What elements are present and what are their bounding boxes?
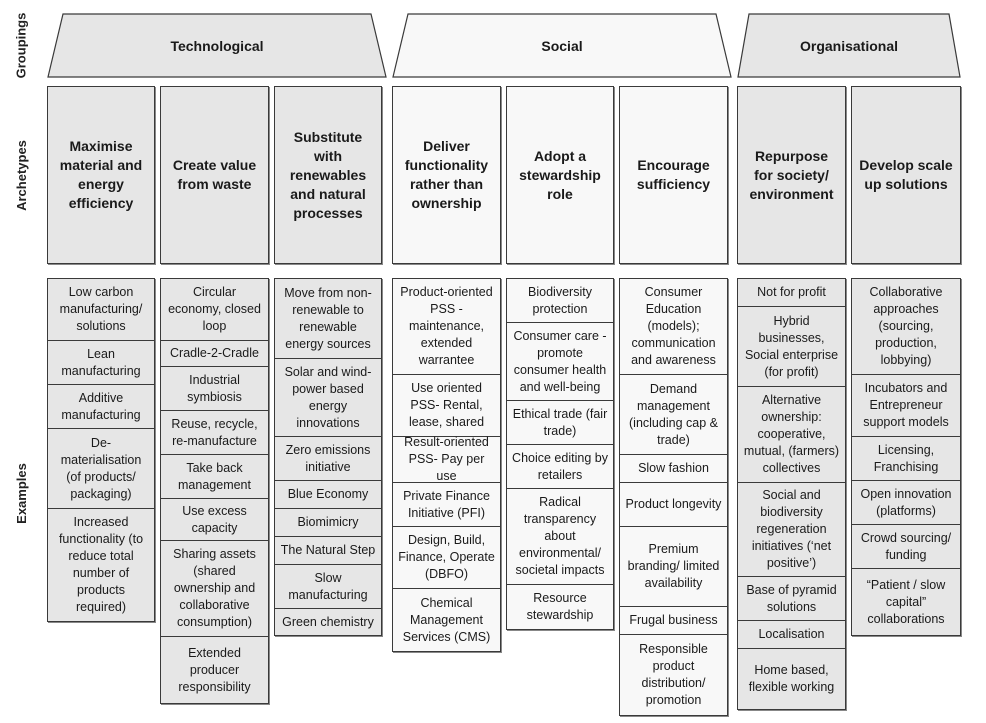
examples-column-maximise-efficiency: Low carbon manufacturing/ solutions Lean… bbox=[47, 278, 155, 622]
example-item: Home based, flexible working bbox=[748, 663, 835, 694]
grouping-label: Social bbox=[541, 37, 583, 54]
example-item: Green chemistry bbox=[282, 614, 374, 629]
archetype-substitute-renewables: Substitute with renewables and natural p… bbox=[274, 86, 382, 264]
example-item: Open innovation (platforms) bbox=[852, 481, 960, 525]
example-item: Frugal business bbox=[620, 607, 727, 635]
grouping-shape bbox=[737, 13, 961, 78]
example-item: Private Finance Initiative (PFI) bbox=[393, 483, 500, 527]
example-item: Social and biodiversity regeneration ini… bbox=[738, 483, 845, 577]
examples-column-substitute-renewables: Move from non-renewable to renewable ene… bbox=[274, 278, 382, 636]
example-item: Design, Build, Finance, Operate (DBFO) bbox=[393, 527, 500, 589]
example-item: Solar and wind-power based energy innova… bbox=[275, 359, 381, 437]
example-item: Choice editing by retailers bbox=[507, 445, 613, 489]
examples-column-scale-up: Collaborative approaches (sourcing, prod… bbox=[851, 278, 961, 636]
example-item: Radical transparency about environmental… bbox=[507, 489, 613, 585]
example-item: Responsible product distribution/ promot… bbox=[639, 642, 708, 707]
examples-column-value-from-waste: Circular economy, closed loop Cradle-2-C… bbox=[160, 278, 269, 704]
example-item: Demand management (including cap & trade… bbox=[620, 375, 727, 455]
examples-column-repurpose-society: Not for profit Hybrid businesses, Social… bbox=[737, 278, 846, 710]
row-label-groupings: Groupings bbox=[13, 12, 29, 79]
grouping-shape bbox=[392, 13, 732, 78]
example-item: Circular economy, closed loop bbox=[161, 279, 268, 341]
example-item: Ethical trade (fair trade) bbox=[507, 401, 613, 445]
example-item: Product-oriented PSS - maintenance, exte… bbox=[393, 279, 500, 375]
example-item: Use excess capacity bbox=[161, 499, 268, 541]
grouping-social: Social bbox=[392, 13, 732, 78]
example-item: Zero emissions initiative bbox=[275, 437, 381, 481]
archetype-scale-up: Develop scale up solutions bbox=[851, 86, 961, 264]
example-item: Collaborative approaches (sourcing, prod… bbox=[852, 279, 960, 375]
example-item: Result-oriented PSS- Pay per use bbox=[393, 435, 500, 483]
grouping-technological: Technological bbox=[47, 13, 387, 78]
grouping-organisational: Organisational bbox=[737, 13, 961, 78]
example-item: Move from non-renewable to renewable ene… bbox=[275, 279, 381, 359]
row-label-archetypes: Archetypes bbox=[13, 139, 29, 211]
example-item: Biomimicry bbox=[275, 509, 381, 537]
example-item: Industrial symbiosis bbox=[161, 367, 268, 411]
archetype-deliver-functionality: Deliver functionality rather than owners… bbox=[392, 86, 501, 264]
row-label-examples: Examples bbox=[13, 462, 29, 524]
example-item: Not for profit bbox=[738, 279, 845, 307]
example-item: Lean manufacturing bbox=[48, 341, 154, 385]
example-item: Slow manufacturing bbox=[275, 565, 381, 609]
example-item: Licensing, Franchising bbox=[852, 437, 960, 481]
example-item: De-materialisation (of products/ packagi… bbox=[48, 429, 154, 509]
example-item: Resource stewardship bbox=[526, 591, 594, 622]
archetype-repurpose-society: Repurpose for society/ environment bbox=[737, 86, 846, 264]
example-item: Incubators and Entrepreneur support mode… bbox=[852, 375, 960, 437]
grouping-label: Organisational bbox=[799, 37, 899, 54]
archetype-value-from-waste: Create value from waste bbox=[160, 86, 269, 264]
example-item: Slow fashion bbox=[620, 455, 727, 483]
example-item: Consumer care - promote consumer health … bbox=[507, 323, 613, 401]
example-item: Premium branding/ limited availability bbox=[620, 527, 727, 607]
example-item: Base of pyramid solutions bbox=[738, 577, 845, 621]
example-item: The Natural Step bbox=[275, 537, 381, 565]
example-item: Sharing assets (shared ownership and col… bbox=[161, 541, 268, 637]
example-item: Alternative ownership: cooperative, mutu… bbox=[738, 387, 845, 483]
archetype-encourage-sufficiency: Encourage sufficiency bbox=[619, 86, 728, 264]
example-item: Take back management bbox=[161, 455, 268, 499]
example-item: Use oriented PSS- Rental, lease, shared bbox=[393, 375, 500, 437]
example-item: Additive manufacturing bbox=[48, 385, 154, 429]
example-item: Localisation bbox=[738, 621, 845, 649]
example-item: Product longevity bbox=[620, 483, 727, 527]
example-item: Chemical Management Services (CMS) bbox=[402, 595, 491, 644]
example-item: Extended producer responsibility bbox=[178, 645, 251, 694]
example-item: Consumer Education (models); communicati… bbox=[620, 279, 727, 375]
example-item: “Patient / slow capital” collaborations bbox=[866, 577, 946, 626]
example-item: Biodiversity protection bbox=[507, 279, 613, 323]
example-item: Increased functionality (to reduce total… bbox=[58, 515, 144, 614]
example-item: Crowd sourcing/ funding bbox=[852, 525, 960, 569]
example-item: Cradle-2-Cradle bbox=[161, 341, 268, 367]
archetype-stewardship-role: Adopt a stewardship role bbox=[506, 86, 614, 264]
grouping-shape bbox=[47, 13, 387, 78]
example-item: Blue Economy bbox=[275, 481, 381, 509]
examples-column-encourage-sufficiency: Consumer Education (models); communicati… bbox=[619, 278, 728, 716]
example-item: Reuse, recycle, re-manufacture bbox=[161, 411, 268, 455]
archetype-maximise-efficiency: Maximise material and energy efficiency bbox=[47, 86, 155, 264]
example-item: Hybrid businesses, Social enterprise (fo… bbox=[738, 307, 845, 387]
grouping-label: Technological bbox=[170, 37, 264, 54]
examples-column-deliver-functionality: Product-oriented PSS - maintenance, exte… bbox=[392, 278, 501, 652]
example-item: Low carbon manufacturing/ solutions bbox=[48, 279, 154, 341]
examples-column-stewardship-role: Biodiversity protection Consumer care - … bbox=[506, 278, 614, 630]
